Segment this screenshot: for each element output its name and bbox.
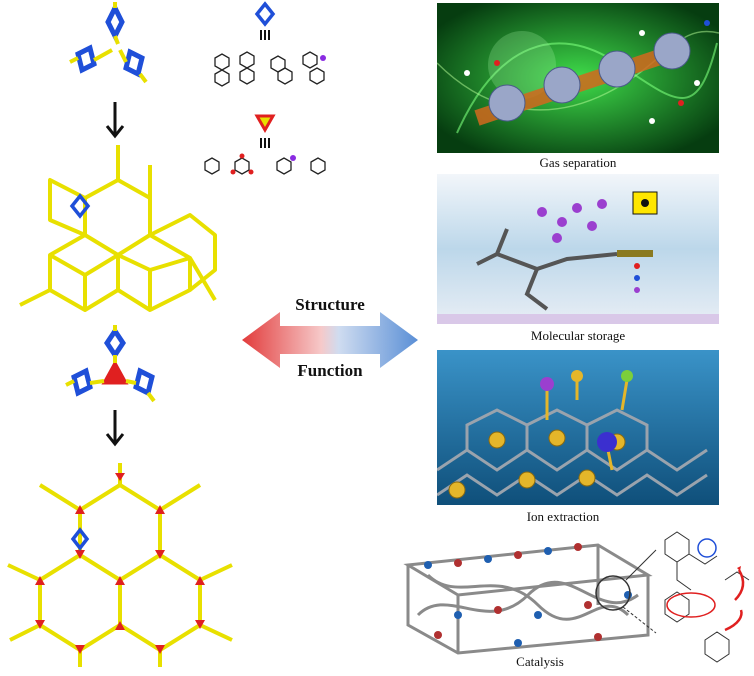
structure-function-arrow: Structure Function bbox=[242, 295, 418, 380]
function-label: Function bbox=[297, 361, 363, 380]
tetrahedral-node-icon bbox=[254, 1, 276, 27]
honeycomb-framework bbox=[7, 463, 233, 667]
tetrahedral-building-block bbox=[69, 2, 148, 84]
molecular-storage-panel bbox=[437, 174, 719, 324]
structure-label: Structure bbox=[295, 295, 365, 314]
diamond-framework bbox=[19, 145, 217, 312]
triangular-node-legend bbox=[204, 114, 326, 175]
catalysis-framework-panel bbox=[398, 535, 658, 655]
catalysis-caption: Catalysis bbox=[516, 654, 564, 669]
gas-separation-panel bbox=[437, 3, 719, 153]
gas-separation-caption: Gas separation bbox=[539, 155, 617, 170]
molecular-storage-caption: Molecular storage bbox=[530, 328, 626, 343]
down-arrow-icon bbox=[105, 102, 125, 139]
tetrahedral-node-legend bbox=[214, 1, 326, 87]
ion-extraction-panel bbox=[437, 350, 719, 505]
triangular-building-block bbox=[65, 325, 156, 403]
triangular-node-icon bbox=[254, 114, 276, 134]
down-arrow-icon bbox=[105, 410, 125, 447]
ion-extraction-caption: Ion extraction bbox=[526, 509, 600, 524]
catalysis-molecule-panel bbox=[655, 520, 754, 672]
